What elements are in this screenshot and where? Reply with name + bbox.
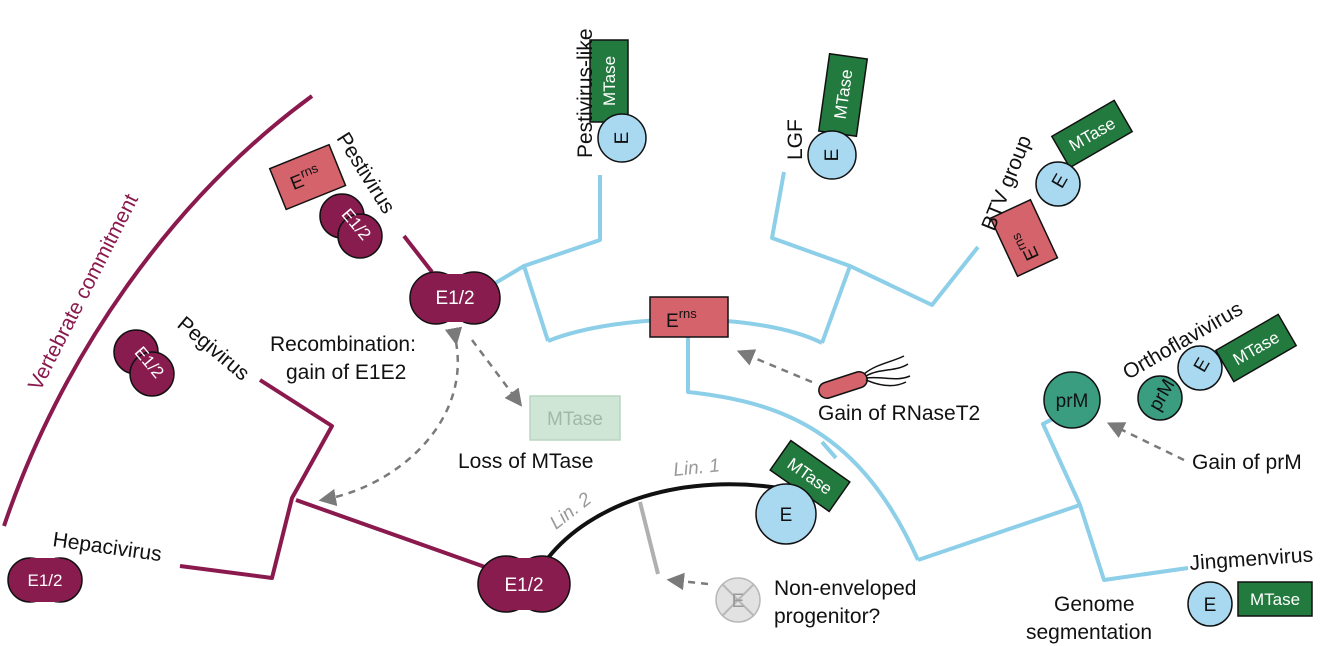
mtase-label: MTase bbox=[1250, 590, 1300, 609]
arrow-loss-mtase bbox=[471, 339, 523, 407]
rnase-flagella bbox=[863, 355, 911, 387]
erns-box bbox=[649, 296, 729, 338]
loss-mtase-label: Loss of MTase bbox=[458, 450, 593, 473]
e12-label: E1/2 bbox=[28, 571, 63, 590]
arrow-prm-gain bbox=[1106, 422, 1185, 462]
maroon-branch-to-root bbox=[295, 498, 517, 580]
maroon-branch-pegi-hepaci bbox=[179, 378, 334, 580]
e-protein-label: E bbox=[1204, 595, 1217, 616]
central-erns: Erns bbox=[649, 296, 729, 338]
e12-lobe bbox=[129, 351, 175, 397]
erns-box bbox=[268, 143, 347, 211]
lgf-proteins: MTase E bbox=[807, 52, 869, 180]
gain-rnase-label: Gain of RNaseT2 bbox=[818, 402, 980, 425]
e-protein-label: E bbox=[612, 132, 633, 145]
ghost-mtase-label: MTase bbox=[547, 409, 603, 430]
maroon-tree bbox=[2, 94, 517, 580]
ghost-mtase-box bbox=[529, 395, 621, 441]
nonenveloped-label-line2: progenitor? bbox=[774, 605, 880, 628]
erns-label: Erns bbox=[1008, 226, 1044, 265]
gain-prm-label: Gain of prM bbox=[1192, 451, 1302, 474]
blue-branch-left-clade bbox=[522, 175, 602, 342]
e-protein-circle bbox=[755, 483, 817, 545]
e-protein-circle bbox=[1187, 581, 1233, 627]
rnase-glyph bbox=[818, 355, 911, 400]
e-protein-circle bbox=[807, 130, 857, 180]
ghost-e-label: E bbox=[732, 591, 745, 612]
lineage1-proteins: MTase E bbox=[755, 439, 851, 545]
blue-branch-btv bbox=[849, 245, 980, 307]
blue-branch-main-arc bbox=[686, 336, 920, 561]
lineage-1-label: Lin. 1 bbox=[672, 455, 720, 481]
nonenveloped-label-line1: Non-enveloped bbox=[774, 577, 916, 600]
prm-label: prM bbox=[1056, 391, 1089, 412]
pestivirus-like-proteins: MTase E bbox=[589, 39, 647, 163]
e12-label: E1/2 bbox=[435, 288, 474, 309]
jingmenvirus-proteins: E MTase bbox=[1187, 581, 1313, 627]
nonenveloped-ghost-e: E bbox=[715, 577, 761, 623]
vertebrate-commitment-arc bbox=[2, 94, 314, 527]
mtase-box bbox=[1050, 99, 1134, 169]
central-e12-upper: E1/2 bbox=[409, 271, 501, 325]
lineage-2-label: Lin. 2 bbox=[546, 489, 596, 534]
taxon-label-pegivirus: Pegivirus bbox=[173, 312, 254, 385]
blue-branch-lower-right bbox=[917, 414, 1082, 562]
e-protein-circle bbox=[1035, 161, 1081, 207]
hepacivirus-proteins: E1/2 bbox=[7, 557, 83, 603]
taxon-label-lgf: LGF bbox=[784, 119, 807, 160]
root-e12: E1/2 bbox=[477, 555, 571, 613]
arrow-recombination bbox=[318, 326, 463, 507]
orthoflavivirus-proteins: prM prM E MTase bbox=[1043, 313, 1298, 429]
arrow-nonenveloped bbox=[666, 572, 709, 591]
e-protein-circle bbox=[1177, 345, 1223, 391]
btv-proteins: MTase E Erns bbox=[989, 99, 1134, 278]
erns-label: Erns bbox=[666, 306, 697, 332]
recombination-label-line1: Recombination: bbox=[270, 333, 416, 356]
blue-branch-pestivirus-like-stub bbox=[490, 264, 526, 287]
blue-branch-lin1-stub bbox=[820, 440, 838, 460]
recombination-label-line2: gain of E1E2 bbox=[286, 361, 406, 384]
ghost-e-cross bbox=[721, 583, 755, 617]
prm-circle bbox=[1043, 371, 1101, 429]
pegivirus-proteins: E1/2 bbox=[113, 329, 175, 397]
lost-mtase: MTase bbox=[529, 395, 621, 441]
e12-body bbox=[506, 558, 542, 610]
mtase-box bbox=[589, 39, 629, 123]
e12-lobe bbox=[337, 213, 383, 259]
taxon-label-jingmenvirus: Jingmenvirus bbox=[1189, 543, 1314, 575]
maroon-branch-pestivirus bbox=[402, 234, 434, 274]
e12-body bbox=[436, 274, 474, 322]
erns-label: Erns bbox=[286, 160, 324, 195]
genome-segmentation-line2: segmentation bbox=[1026, 621, 1152, 644]
e12-label: E1/2 bbox=[504, 575, 543, 596]
mtase-label: MTase bbox=[600, 56, 619, 106]
blue-branch-jingmen bbox=[1078, 504, 1189, 582]
arrow-rnase-to-erns bbox=[736, 349, 813, 384]
e-protein-label: E bbox=[822, 149, 843, 162]
taxon-label-pestivirus-like: Pestivirus-like bbox=[574, 28, 597, 158]
mtase-box bbox=[1214, 313, 1298, 383]
erns-box bbox=[989, 198, 1059, 278]
blue-tree bbox=[490, 171, 1189, 582]
rnase-rod bbox=[818, 370, 868, 400]
lineage-gray-stub bbox=[638, 501, 660, 575]
e12-body bbox=[30, 558, 60, 602]
blue-branch-right-clade bbox=[770, 171, 852, 344]
genome-segmentation-line1: Genome bbox=[1054, 593, 1135, 616]
e-protein-circle bbox=[597, 113, 647, 163]
lineage-black-arc bbox=[546, 482, 793, 560]
dashed-arrows bbox=[318, 326, 1185, 591]
prm-small-circle bbox=[1137, 375, 1183, 421]
mtase-box bbox=[1237, 581, 1313, 617]
e-protein-label: E bbox=[780, 505, 793, 526]
